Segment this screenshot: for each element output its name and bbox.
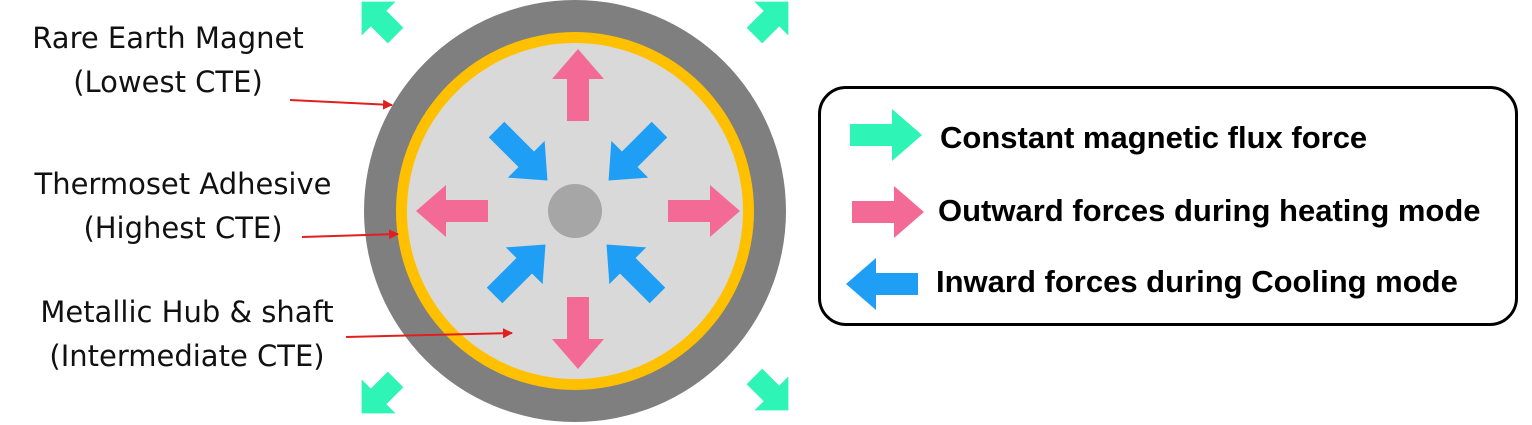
adhesive-leader-arrow bbox=[301, 229, 399, 240]
flux-arrows bbox=[361, 1, 789, 414]
legend-heating-text: Outward forces during heating mode bbox=[938, 193, 1481, 228]
hub-label-cte: (Intermediate CTE) bbox=[49, 339, 325, 373]
magnet-label-name: Rare Earth Magnet bbox=[32, 21, 304, 55]
legend-heating-arrow-icon bbox=[852, 186, 924, 238]
flux-arrow-bottom-right bbox=[746, 368, 789, 411]
flux-arrow-top-right bbox=[746, 1, 789, 44]
adhesive-label-name: Thermoset Adhesive bbox=[34, 167, 332, 201]
cooling-arrow-bottom-left bbox=[486, 244, 546, 304]
heating-arrow-up bbox=[552, 49, 604, 121]
heating-arrow-right bbox=[668, 185, 740, 237]
hub-label: Metallic Hub & shaft (Intermediate CTE) bbox=[22, 290, 352, 378]
heating-arrow-down bbox=[552, 297, 604, 369]
magnet-label-cte: (Lowest CTE) bbox=[73, 65, 263, 99]
legend-cooling-text: Inward forces during Cooling mode bbox=[936, 264, 1458, 299]
cooling-arrow-top-left bbox=[488, 121, 548, 181]
cooling-arrow-top-right bbox=[608, 121, 668, 181]
flux-arrow-top-left bbox=[361, 1, 404, 44]
legend-icons bbox=[846, 109, 924, 310]
cooling-arrows bbox=[486, 121, 668, 304]
legend-flux-text: Constant magnetic flux force bbox=[940, 120, 1368, 155]
adhesive-label: Thermoset Adhesive (Highest CTE) bbox=[18, 162, 348, 250]
shaft bbox=[548, 184, 602, 238]
heating-arrow-left bbox=[416, 185, 488, 237]
magnet-label: Rare Earth Magnet (Lowest CTE) bbox=[18, 16, 318, 104]
flux-arrow-bottom-left bbox=[361, 371, 404, 414]
hub-label-name: Metallic Hub & shaft bbox=[40, 295, 334, 329]
legend-flux-arrow-icon bbox=[850, 109, 922, 161]
legend-cooling-arrow-icon bbox=[846, 258, 918, 310]
hub-leader-arrow bbox=[345, 328, 513, 339]
legend-box bbox=[818, 86, 1518, 326]
leader-arrows bbox=[289, 99, 513, 339]
cooling-arrow-bottom-right bbox=[606, 244, 666, 304]
adhesive-label-cte: (Highest CTE) bbox=[83, 211, 283, 245]
magnet-leader-arrow bbox=[289, 99, 393, 110]
heating-arrows bbox=[416, 49, 740, 369]
